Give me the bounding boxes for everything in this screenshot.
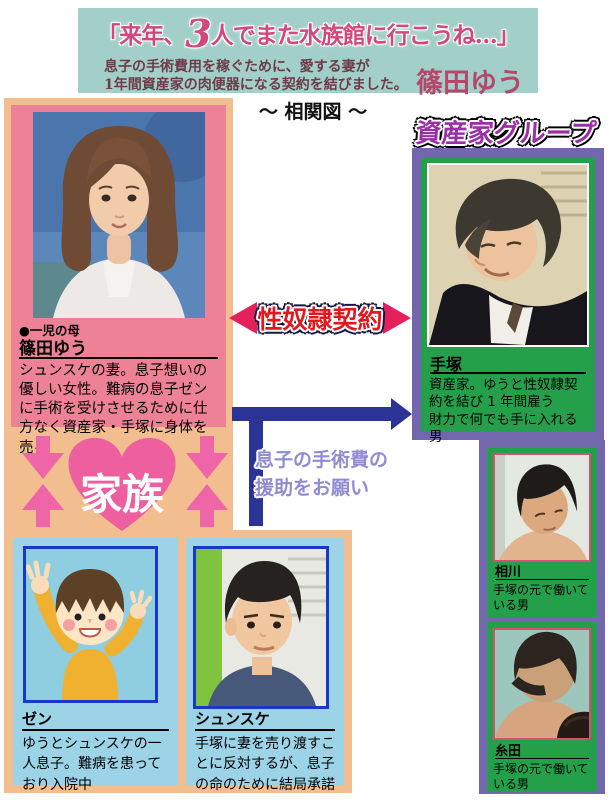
subtitle: 息子の手術費用を稼ぐために、愛する妻が 1年間資産家の肉便器になる契約を結びまし… xyxy=(104,58,408,94)
wealthy-group-title: 資産家グループ xyxy=(414,119,598,149)
shunsuke-name: シュンスケ xyxy=(195,710,270,728)
subtitle-line2: 1年間資産家の肉便器になる契約を結びました。 xyxy=(104,77,408,94)
diagram-title: ～ 相関図 ～ xyxy=(258,101,368,123)
itoda-name: 糸田 xyxy=(495,744,522,759)
family-arrow-down-left-icon xyxy=(22,436,64,479)
quote-pre: 「来年、 xyxy=(97,22,186,49)
request-label-line2: 援助をお願い xyxy=(255,476,370,499)
aikawa-panel: 相川 手塚の元で働いている男 xyxy=(487,447,597,617)
wealthy-group-container-bottom: 相川 手塚の元で働いている男 糸田 手塚の元で働いている男 xyxy=(479,440,605,794)
tezuka-name: 手塚 xyxy=(430,355,463,374)
tezuka-description: 資産家。ゆうと性奴隷契約を結び 1 年間雇う 財力で何でも手に入れる男 xyxy=(429,377,589,446)
request-arrowhead-icon xyxy=(391,398,412,430)
shunsuke-photo xyxy=(193,546,329,709)
zen-name: ゼン xyxy=(22,710,53,728)
itoda-panel: 糸田 手塚の元で働いている男 xyxy=(487,622,597,792)
aikawa-name: 相川 xyxy=(495,565,522,580)
request-label: 息子の手術費の 援助をお願い xyxy=(255,447,388,502)
request-arrow-horizontal-bar xyxy=(232,407,392,421)
shunsuke-name-rule xyxy=(195,729,335,731)
tagline-quote: 「来年、3人でまた水族館に行こうね…」 xyxy=(78,15,538,53)
family-heart: 家族 xyxy=(64,433,180,535)
contract-arrowhead-right-icon xyxy=(383,302,411,334)
subtitle-line1: 息子の手術費用を稼ぐために、愛する妻が xyxy=(104,59,370,75)
zen-photo xyxy=(23,546,158,703)
yuu-photo xyxy=(33,112,205,318)
zen-name-rule xyxy=(22,729,169,731)
zen-panel: ゼン ゆうとシュンスケの一人息子。難病を患っており入院中 xyxy=(13,538,178,793)
yuu-description: シュンスケの妻。息子想いの優しい女性。難病の息子ゼンに手術を受けさせるために仕方… xyxy=(19,363,208,456)
shunsuke-panel: シュンスケ 手塚に妻を売り渡すことに反対するが、息子の命のために結局承諾 xyxy=(186,538,344,793)
aikawa-photo xyxy=(493,453,591,562)
aikawa-name-rule xyxy=(495,579,589,580)
quote-number: 3 xyxy=(185,11,211,56)
tezuka-description-part2: 財力で何でも手に入れる男 xyxy=(429,411,578,445)
family-arrow-up-right-icon xyxy=(186,484,228,527)
request-arrow-vertical-bar xyxy=(249,407,263,526)
actress-name: 篠田ゆう xyxy=(416,68,524,99)
family-label: 家族 xyxy=(79,470,164,519)
yuu-name-rule xyxy=(19,357,218,359)
quote-post: 人でまた水族館に行こうね…」 xyxy=(210,22,520,49)
tezuka-panel: 手塚 資産家。ゆうと性奴隷契約を結び 1 年間雇う 財力で何でも手に入れる男 xyxy=(421,157,595,445)
family-arrow-up-left-icon xyxy=(22,484,64,527)
contract-label: 性奴隷契約 xyxy=(257,305,383,334)
shunsuke-description: 手塚に妻を売り渡すことに反対するが、息子の命のために結局承諾 xyxy=(195,736,335,793)
heart-icon xyxy=(68,437,176,531)
tezuka-name-rule xyxy=(430,372,586,374)
tezuka-photo xyxy=(427,163,589,347)
itoda-photo xyxy=(493,628,591,740)
tezuka-description-part1: 資産家。ゆうと性奴隷契約を結び 1 年間雇う xyxy=(429,377,578,411)
itoda-description: 手塚の元で働いている男 xyxy=(493,762,589,791)
zen-description: ゆうとシュンスケの一人息子。難病を患っており入院中 xyxy=(22,736,162,793)
contract-arrowhead-left-icon xyxy=(229,302,257,334)
wealthy-group-container-top: 手塚 資産家。ゆうと性奴隷契約を結び 1 年間雇う 財力で何でも手に入れる男 xyxy=(412,148,604,445)
family-arrow-down-right-icon xyxy=(186,436,228,479)
yuu-tag: ●一児の母 xyxy=(19,323,80,338)
yuu-panel: ●一児の母 篠田ゆう シュンスケの妻。息子想いの優しい女性。難病の息子ゼンに手術… xyxy=(11,105,226,456)
yuu-name: 篠田ゆう xyxy=(19,339,87,359)
request-label-line1: 息子の手術費の xyxy=(255,449,389,471)
header-banner: 「来年、3人でまた水族館に行こうね…」 息子の手術費用を稼ぐために、愛する妻が … xyxy=(78,8,538,99)
aikawa-description: 手塚の元で働いている男 xyxy=(493,583,589,612)
itoda-name-rule xyxy=(495,758,589,759)
contract-arrow-bar xyxy=(256,311,384,325)
